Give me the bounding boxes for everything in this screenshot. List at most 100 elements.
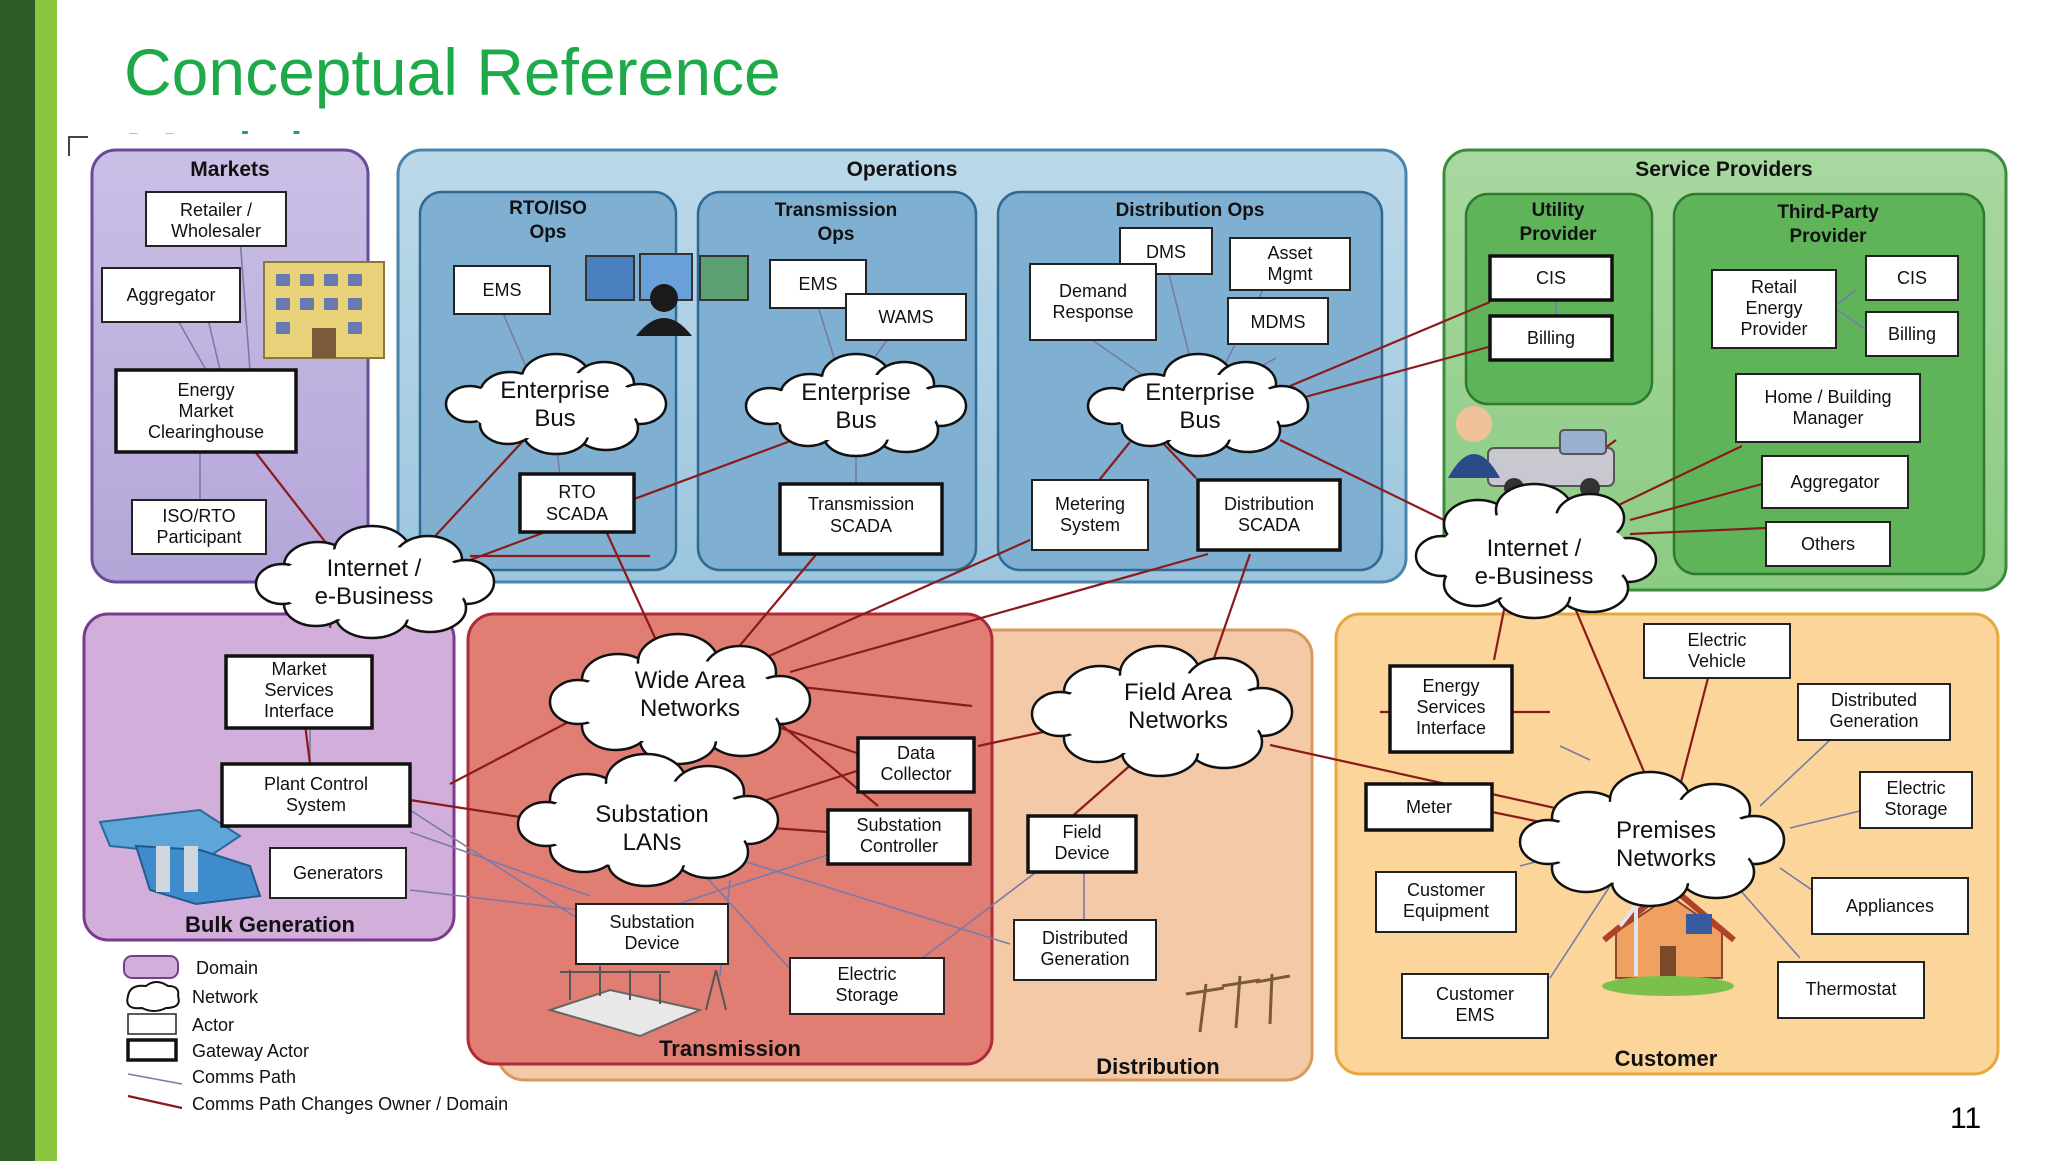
svg-text:Provider: Provider bbox=[1789, 226, 1867, 247]
svg-text:Bulk Generation: Bulk Generation bbox=[185, 912, 355, 937]
svg-text:SCADA: SCADA bbox=[830, 516, 892, 536]
actor-thermostat: Thermostat bbox=[1777, 961, 1925, 1019]
svg-text:Premises: Premises bbox=[1616, 817, 1716, 844]
svg-text:Distributed: Distributed bbox=[1831, 690, 1917, 710]
svg-text:SCADA: SCADA bbox=[546, 504, 608, 524]
svg-text:Bus: Bus bbox=[534, 405, 575, 432]
network-substation-lans: Substation LANs bbox=[516, 752, 780, 888]
actor-cis-utility: CIS bbox=[1488, 254, 1614, 302]
svg-text:Enterprise: Enterprise bbox=[500, 377, 609, 404]
actor-billing-utility: Billing bbox=[1488, 314, 1614, 362]
svg-text:Electric: Electric bbox=[1886, 778, 1945, 798]
svg-text:RTO: RTO bbox=[558, 482, 595, 502]
svg-text:Generators: Generators bbox=[293, 863, 383, 883]
svg-text:Enterprise: Enterprise bbox=[801, 379, 910, 406]
svg-text:Device: Device bbox=[624, 933, 679, 953]
svg-text:Internet /: Internet / bbox=[327, 555, 422, 582]
utility-poles-icon bbox=[1185, 973, 1291, 1033]
svg-text:Transmission: Transmission bbox=[775, 200, 898, 221]
slide-edge-bar bbox=[0, 0, 35, 1161]
svg-text:Device: Device bbox=[1054, 843, 1109, 863]
svg-text:SCADA: SCADA bbox=[1238, 515, 1300, 535]
svg-text:Appliances: Appliances bbox=[1846, 896, 1934, 916]
svg-text:Field Area: Field Area bbox=[1124, 679, 1233, 706]
svg-text:DMS: DMS bbox=[1146, 242, 1186, 262]
svg-text:Actor: Actor bbox=[192, 1015, 234, 1035]
svg-text:Market: Market bbox=[178, 401, 233, 421]
svg-text:Provider: Provider bbox=[1740, 319, 1807, 339]
svg-text:Markets: Markets bbox=[190, 158, 269, 181]
svg-text:Storage: Storage bbox=[835, 985, 898, 1005]
network-enterprise-bus-dist: Enterprise Bus bbox=[1086, 352, 1310, 458]
svg-text:Enterprise: Enterprise bbox=[1145, 379, 1254, 406]
network-premises-networks: Premises Networks bbox=[1518, 770, 1786, 908]
svg-text:Operations: Operations bbox=[847, 158, 958, 181]
svg-text:Generation: Generation bbox=[1829, 711, 1918, 731]
svg-text:Comms Path Changes Owner / Dom: Comms Path Changes Owner / Domain bbox=[192, 1094, 508, 1114]
network-enterprise-bus-trans: Enterprise Bus bbox=[744, 352, 968, 458]
svg-text:Participant: Participant bbox=[156, 527, 241, 547]
network-internet-left: Internet / e-Business bbox=[254, 524, 496, 640]
svg-text:Billing: Billing bbox=[1527, 328, 1575, 348]
network-enterprise-bus-rto: Enterprise Bus bbox=[444, 352, 668, 456]
substation-icon bbox=[546, 966, 727, 1038]
svg-text:ISO/RTO: ISO/RTO bbox=[162, 506, 235, 526]
svg-text:Aggregator: Aggregator bbox=[126, 285, 215, 305]
svg-text:e-Business: e-Business bbox=[315, 583, 434, 610]
svg-text:Response: Response bbox=[1052, 302, 1133, 322]
actor-others: Others bbox=[1765, 521, 1891, 567]
svg-text:Wide Area: Wide Area bbox=[635, 667, 746, 694]
actor-appliances: Appliances bbox=[1811, 877, 1969, 935]
page-number: 11 bbox=[1950, 1102, 1982, 1135]
svg-text:WAMS: WAMS bbox=[878, 307, 933, 327]
svg-text:Ops: Ops bbox=[818, 224, 855, 245]
svg-text:Distribution: Distribution bbox=[1224, 494, 1314, 514]
svg-text:Clearinghouse: Clearinghouse bbox=[148, 422, 264, 442]
networks: Enterprise Bus Enterprise Bus Enterprise… bbox=[254, 352, 1786, 908]
svg-text:Retailer /: Retailer / bbox=[180, 200, 252, 220]
corner-mark bbox=[68, 136, 88, 156]
svg-text:Distribution Ops: Distribution Ops bbox=[1116, 200, 1265, 221]
slide-accent-bar bbox=[35, 0, 57, 1161]
actor-cis-third: CIS bbox=[1865, 255, 1959, 301]
svg-text:Wholesaler: Wholesaler bbox=[171, 221, 261, 241]
svg-text:e-Business: e-Business bbox=[1475, 563, 1594, 590]
svg-text:RTO/ISO: RTO/ISO bbox=[509, 198, 587, 219]
svg-text:Interface: Interface bbox=[264, 701, 334, 721]
svg-text:Third-Party: Third-Party bbox=[1777, 202, 1879, 223]
green-home-icon bbox=[1602, 873, 1736, 996]
actor-wams: WAMS bbox=[845, 293, 967, 341]
svg-text:Transmission: Transmission bbox=[659, 1036, 801, 1061]
svg-text:Equipment: Equipment bbox=[1403, 901, 1489, 921]
svg-text:Service Providers: Service Providers bbox=[1635, 158, 1812, 181]
svg-text:Domain: Domain bbox=[196, 958, 258, 978]
svg-text:Electric: Electric bbox=[1687, 630, 1746, 650]
actors: Retailer /Wholesaler Aggregator EnergyMa… bbox=[101, 191, 1973, 1039]
operator-workstation-icon bbox=[585, 253, 749, 336]
svg-text:Networks: Networks bbox=[1616, 845, 1716, 872]
network-field-area-networks: Field Area Networks bbox=[1030, 644, 1294, 778]
svg-text:Electric: Electric bbox=[837, 964, 896, 984]
svg-text:Vehicle: Vehicle bbox=[1688, 651, 1746, 671]
svg-text:Data: Data bbox=[897, 743, 936, 763]
svg-text:Provider: Provider bbox=[1519, 224, 1597, 245]
actor-retailer-wholesaler: Retailer /Wholesaler bbox=[145, 191, 287, 247]
svg-text:Generation: Generation bbox=[1040, 949, 1129, 969]
svg-text:Networks: Networks bbox=[1128, 707, 1228, 734]
svg-text:Network: Network bbox=[192, 987, 259, 1007]
svg-text:System: System bbox=[286, 795, 346, 815]
